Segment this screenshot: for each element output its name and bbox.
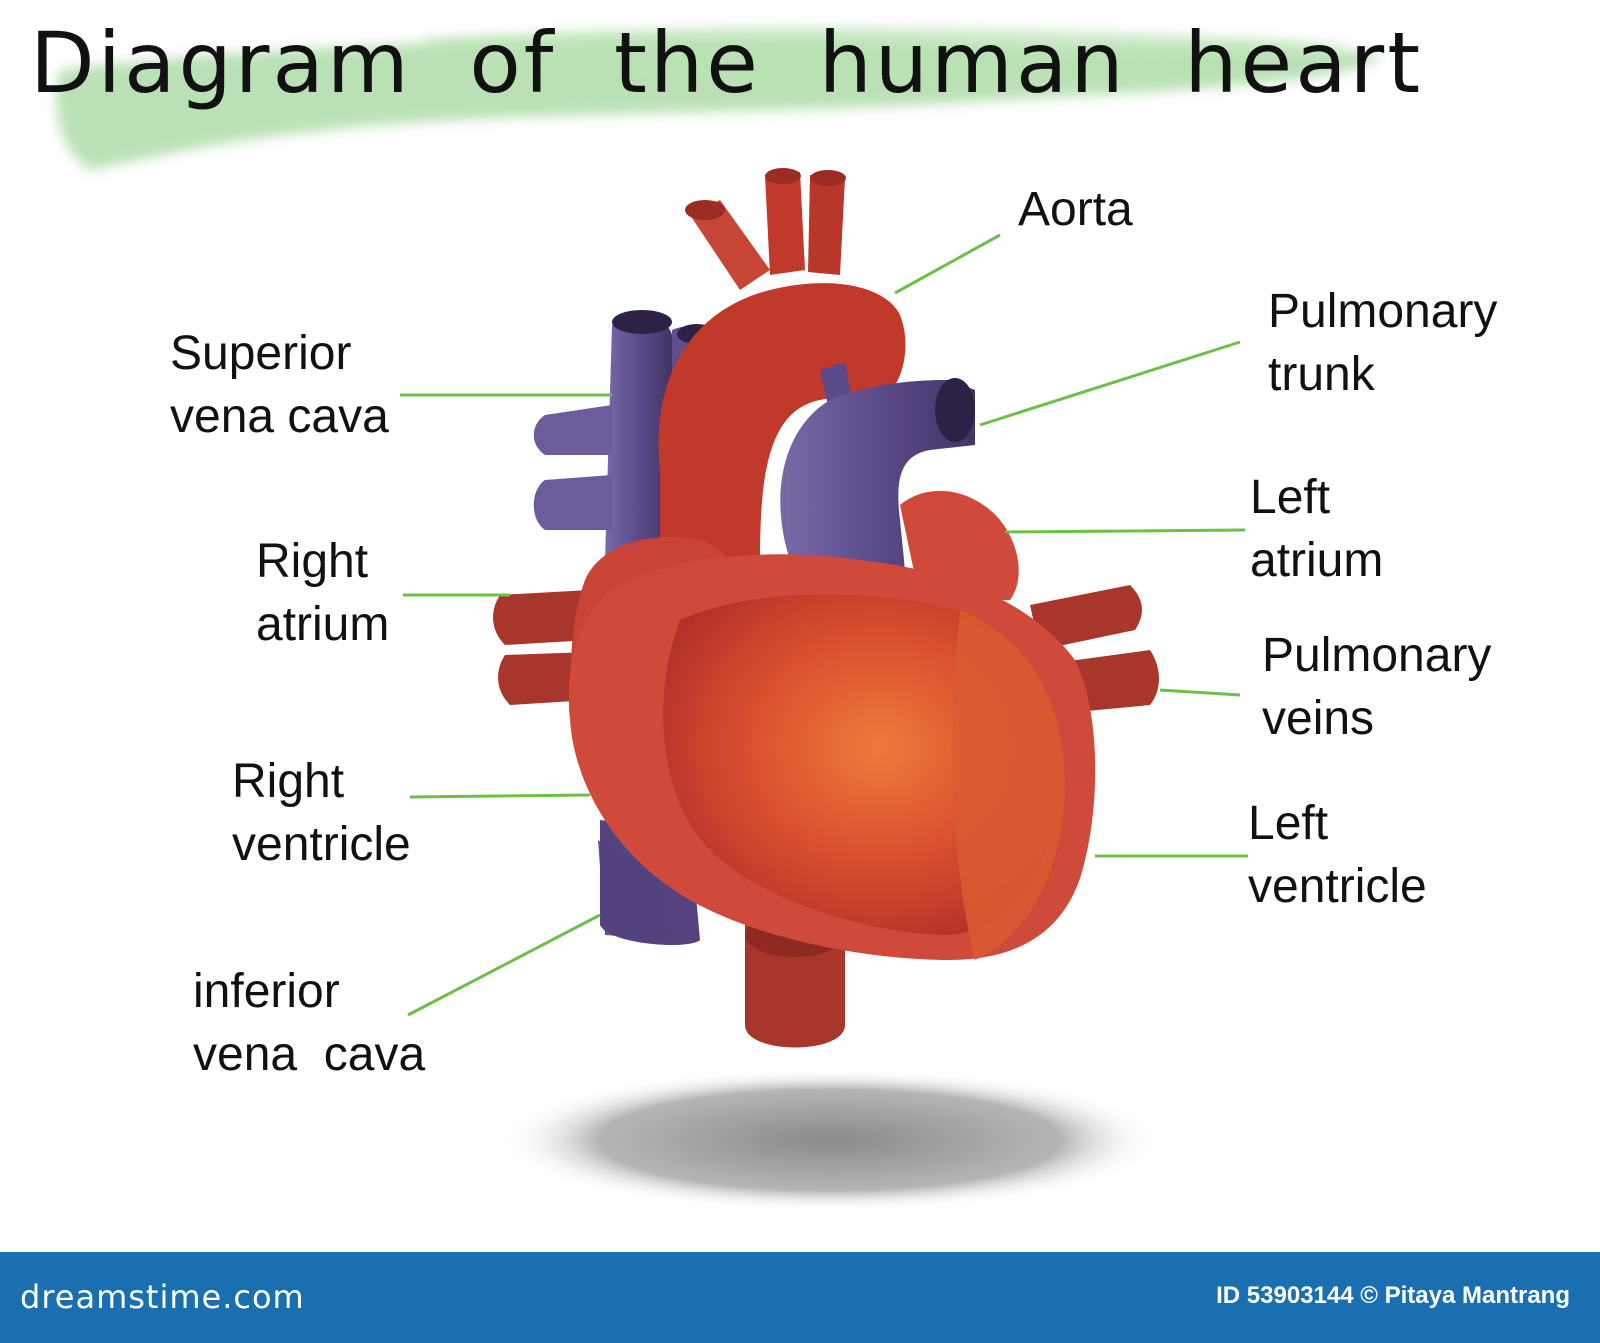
label-pulmonary-trunk: Pulmonary trunk [1268,280,1497,406]
pulmonary-veins-vessel [1030,585,1142,650]
aortic-arch [658,283,906,560]
label-aorta-text: Aorta [1018,183,1133,236]
label-pulmonary-veins-line1: Pulmonary [1262,629,1492,682]
label-right-atrium-line1: Right [256,535,369,588]
label-inferior-vena-cava-line2: vena cava [193,1028,426,1081]
footer-credit: ID 53903144 © Pitaya Mantrang [1216,1282,1570,1309]
leader-right-ventricle [409,793,591,799]
label-right-ventricle-line2: ventricle [232,818,411,871]
label-inferior-vena-cava: inferior vena cava [193,960,425,1086]
footer-site-logo[interactable]: dreamstime.com [20,1278,305,1316]
label-left-ventricle-line2: ventricle [1248,860,1427,913]
label-superior-vena-cava: Superior vena cava [170,322,389,448]
footer-bar: dreamstime.com ID 53903144 © Pitaya Mant… [0,1252,1600,1343]
floor-shadow [500,1068,1160,1212]
label-right-atrium: Right atrium [256,530,389,656]
label-aorta: Aorta [1018,178,1133,241]
label-left-atrium-line1: Left [1250,471,1331,524]
label-pulmonary-trunk-line2: trunk [1268,348,1375,401]
label-left-ventricle: Left ventricle [1248,792,1427,918]
label-left-atrium-line2: atrium [1250,534,1384,587]
leader-pulmonary-veins [1159,688,1241,697]
label-left-atrium: Left atrium [1250,466,1383,592]
leader-pulmonary-trunk [979,340,1241,427]
label-pulmonary-veins: Pulmonary veins [1262,624,1491,750]
leader-aorta [894,233,1001,295]
label-superior-vena-cava-line1: Superior [170,327,352,380]
label-pulmonary-trunk-line1: Pulmonary [1268,285,1498,338]
label-right-atrium-line2: atrium [256,598,390,651]
label-right-ventricle: Right ventricle [232,750,411,876]
label-inferior-vena-cava-line1: inferior [193,965,340,1018]
label-left-ventricle-line1: Left [1248,797,1329,850]
leader-inferior-vena-cava [407,913,601,1017]
label-right-ventricle-line1: Right [232,755,345,808]
pulmonary-trunk-vessel [780,380,975,570]
leader-left-atrium [1004,528,1246,534]
label-superior-vena-cava-line2: vena cava [170,390,389,443]
label-pulmonary-veins-line2: veins [1262,692,1375,745]
superior-vena-cava-vessel [605,317,672,560]
page-title: Diagram of the human heart [30,14,1424,112]
